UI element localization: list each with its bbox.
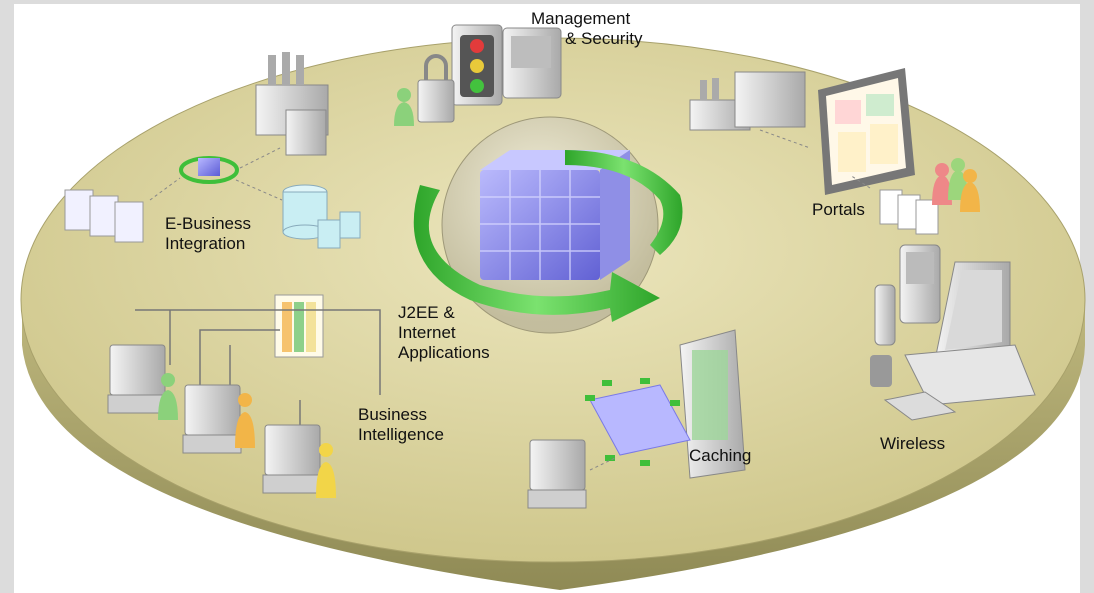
- top-border: [0, 0, 1094, 4]
- j2ee-label-line3: Applications: [398, 343, 490, 362]
- documents-icon: [64, 189, 144, 243]
- j2ee-label: J2EE & Internet Applications: [398, 303, 490, 363]
- j2ee-sphere-group: [413, 116, 683, 334]
- business-intelligence-group: [107, 294, 381, 498]
- bi-label-line2: Intelligence: [358, 425, 445, 444]
- management-security-group: [394, 24, 562, 126]
- wireless-group: [870, 244, 1036, 421]
- pda-icon: [883, 391, 957, 421]
- padlock-icon: [417, 79, 455, 123]
- management-label-line2: & Security: [565, 29, 643, 48]
- ebusiness-group: [64, 52, 361, 249]
- computer-icon-2: [182, 384, 242, 454]
- bi-label-line1: Business: [358, 405, 427, 424]
- handheld-icon: [899, 244, 941, 324]
- right-border: [1080, 0, 1094, 593]
- ebusiness-label: E-Business Integration: [165, 214, 251, 254]
- j2ee-label-line2: Internet: [398, 323, 456, 342]
- portal-screen-icon: [818, 68, 915, 195]
- portals-label: Portals: [812, 200, 865, 219]
- ebusiness-label-line2: Integration: [165, 234, 246, 253]
- wireless-label: Wireless: [880, 434, 946, 453]
- documents-icon-right: [879, 189, 939, 235]
- caching-group: [527, 329, 746, 509]
- computer-icon-1: [107, 344, 167, 414]
- phone-icon: [870, 284, 896, 387]
- management-label-line1: Management: [531, 9, 631, 28]
- component-cubes: [480, 150, 630, 280]
- server-icon: [679, 329, 746, 479]
- user-icon: [397, 88, 411, 102]
- business-intelligence-label: Business Intelligence: [358, 405, 444, 445]
- computer-icon-4: [527, 439, 587, 509]
- report-icon: [274, 294, 324, 358]
- rotation-arrow-icon: [413, 185, 660, 322]
- caching-label: Caching: [689, 446, 752, 465]
- left-border: [0, 0, 14, 593]
- computer-icon-3: [262, 424, 322, 494]
- factory-icon: [255, 52, 329, 156]
- users-group-icon: [932, 158, 980, 212]
- database-icon: [282, 184, 361, 249]
- factory-icon-right: [689, 71, 806, 131]
- portals-group: [689, 68, 980, 235]
- ebusiness-label-line1: E-Business: [165, 214, 251, 233]
- laptop-icon: [904, 261, 1036, 406]
- cache-grid-icon: [585, 378, 691, 466]
- management-security-label: Management & Security: [531, 9, 642, 49]
- j2ee-label-line1: J2EE &: [398, 303, 455, 322]
